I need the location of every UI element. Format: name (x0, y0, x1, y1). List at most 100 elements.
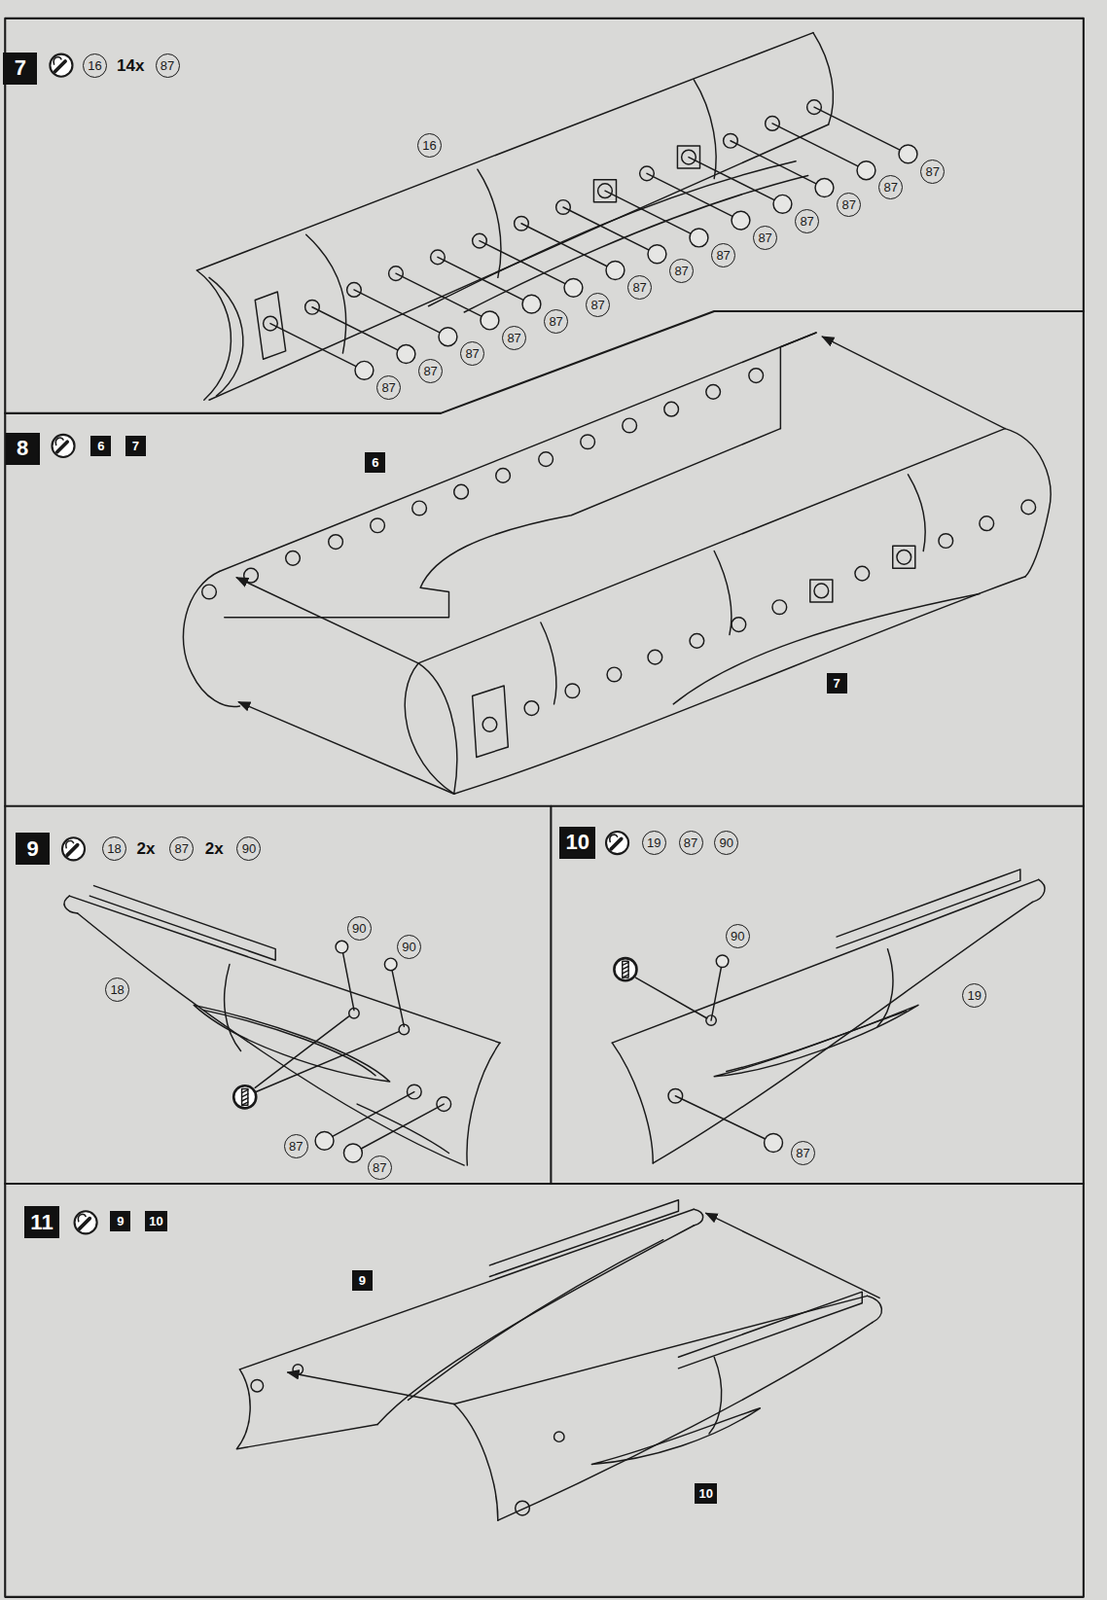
small-part (343, 1143, 362, 1163)
tail-half (408, 1240, 664, 1401)
fuselage-half (182, 571, 240, 708)
tail-half (250, 1379, 264, 1393)
tail-half (668, 1088, 683, 1104)
tail-half (611, 1042, 653, 1164)
glue-icon (55, 437, 64, 445)
fuselage-half (813, 33, 834, 125)
drill-symbol (233, 958, 637, 1108)
fuselage-half (938, 534, 954, 549)
subassembly-number: 9 (109, 1211, 131, 1232)
tail-half (611, 879, 1038, 1043)
assembly-arrow (821, 336, 1005, 429)
part-number: 16 (82, 53, 108, 78)
subassembly-number-text: 7 (132, 439, 140, 453)
assembly-arrow (236, 336, 1005, 794)
fuselage-half (780, 332, 817, 429)
step-number: 10 (559, 826, 596, 859)
callout-number: 19 (646, 836, 661, 850)
fuselage-half (1021, 499, 1036, 515)
fuselage-half (1004, 428, 1051, 577)
tail-half (591, 1408, 760, 1465)
assembly-arrow (238, 702, 454, 794)
small-part (384, 958, 397, 971)
leader-line (521, 223, 615, 271)
glue-icon (74, 1211, 98, 1234)
part-number: 87 (155, 53, 180, 78)
callout-number: 87 (925, 165, 939, 179)
part-number: 87 (501, 325, 527, 351)
tail-half (515, 1500, 531, 1516)
glue-icon (77, 1214, 86, 1221)
part-number: 87 (284, 1134, 309, 1159)
window-clear-part (857, 161, 876, 180)
fuselage-half (477, 169, 501, 278)
glue-icon (606, 831, 629, 855)
leader-line (605, 190, 699, 238)
small-part (715, 955, 729, 968)
small-part (315, 1131, 334, 1150)
panel-frame (4, 18, 1084, 1598)
fuselage-half (496, 468, 511, 484)
leader-line (341, 947, 355, 1011)
fuselage-half (907, 474, 926, 552)
step-number: 7 (2, 52, 37, 85)
tail-half (64, 895, 78, 914)
fuselage-half (196, 33, 814, 271)
fuselage-half (285, 551, 301, 567)
fuselage-half (855, 566, 870, 581)
tail-half (193, 1004, 390, 1082)
drill-symbol (233, 1085, 256, 1108)
part-number: 87 (790, 1141, 816, 1166)
leader-line (270, 323, 364, 371)
quantity-label: 14x (116, 57, 144, 74)
callout-number: 87 (423, 364, 437, 378)
callout-number: 18 (107, 842, 121, 856)
window-clear-part (564, 278, 583, 297)
panel-frame (4, 1182, 1084, 1185)
tail-half (726, 1011, 907, 1072)
subassembly-number-text: 7 (832, 677, 840, 690)
fuselage-half (254, 291, 286, 359)
window-clear-part (355, 144, 918, 380)
callout-number: 90 (242, 842, 256, 856)
window-clear-part (355, 360, 374, 380)
leader-line (391, 964, 405, 1027)
part-number: 87 (169, 836, 194, 861)
glue-icon (79, 1218, 90, 1229)
leader-line (354, 289, 448, 337)
step-number: 11 (24, 1206, 60, 1239)
callout-number: 87 (632, 281, 646, 294)
window-clear-part (438, 327, 458, 347)
fuselage-half (772, 600, 787, 615)
fuselage-half (892, 545, 916, 569)
part-number: 87 (920, 159, 945, 184)
subassembly-number-text: 6 (371, 456, 379, 469)
quantity-label: 2x (205, 840, 224, 858)
step-number-text: 10 (565, 831, 589, 854)
tail-half (236, 1369, 378, 1450)
leader-line (635, 977, 707, 1019)
callout-number: 16 (422, 139, 436, 152)
subassembly-number: 7 (125, 435, 146, 457)
callout-number: 87 (506, 331, 521, 345)
window-clear-part (647, 245, 667, 264)
small-part (335, 940, 349, 954)
assembly-arrow (287, 1372, 455, 1405)
part-number: 90 (236, 836, 261, 861)
callout-number: 90 (719, 836, 734, 850)
quantity-label: 2x (137, 840, 156, 858)
fuselage-half (464, 175, 808, 313)
fuselage-half (896, 549, 912, 565)
fuselage-half (731, 617, 747, 633)
fuselage-half (244, 568, 259, 583)
fuselage-half (664, 401, 679, 417)
leader-line (254, 947, 774, 1154)
fuselage-half (472, 685, 509, 757)
fuselage-half (454, 484, 469, 500)
part-number: 87 (794, 209, 820, 234)
tail-half (377, 1225, 694, 1426)
subassembly-number: 10 (694, 1483, 717, 1504)
tail-half (693, 1209, 703, 1226)
leader-line (254, 1016, 349, 1088)
small-part (764, 1134, 784, 1153)
